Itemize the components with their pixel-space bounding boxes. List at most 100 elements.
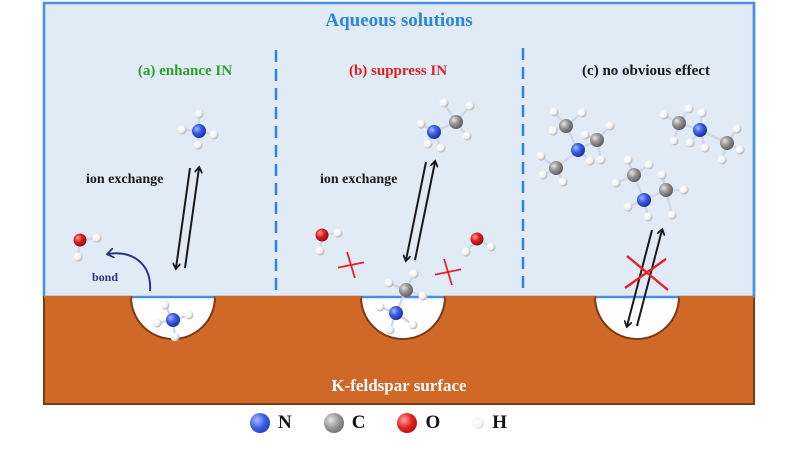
carbon-atom	[549, 161, 563, 175]
carbon-atom	[399, 283, 413, 297]
bond-label: bond	[92, 270, 119, 284]
bond-arrow-icon	[108, 253, 152, 292]
aqueous-solutions-title: Aqueous solutions	[325, 10, 473, 31]
carbon-swatch-icon	[323, 413, 344, 433]
hydrogen-atom	[611, 178, 621, 188]
panel-b-exchange-arrows	[406, 162, 435, 260]
hydrogen-atom	[184, 310, 194, 320]
carbon-atom	[720, 136, 734, 150]
legend-item-c: C	[323, 412, 366, 434]
hydrogen-atom	[177, 125, 187, 135]
hydrogen-atom	[486, 242, 496, 252]
hydrogen-atom	[439, 98, 449, 108]
hydrogen-atom	[423, 139, 433, 149]
dimethylammonium-center	[611, 155, 689, 222]
nitrogen-atom	[693, 123, 707, 137]
hydrogen-atom	[684, 104, 694, 114]
carbon-atom	[559, 119, 573, 133]
hydrogen-atom	[667, 210, 677, 220]
water-molecule-right	[461, 232, 496, 257]
oxygen-atom	[315, 228, 329, 242]
hydrogen-atom	[623, 155, 633, 165]
hydrogen-atom	[436, 143, 446, 153]
water-region	[42, 1, 756, 299]
legend-label: O	[425, 412, 441, 433]
cross-stroke	[346, 251, 356, 279]
hydrogen-atom	[385, 325, 395, 335]
cross-stroke	[624, 258, 667, 289]
methylammonium-surface	[375, 269, 428, 335]
hydrogen-atom	[643, 212, 653, 222]
hydrogen-atom	[659, 110, 669, 120]
nitrogen-atom	[571, 143, 585, 157]
hydrogen-atom	[73, 252, 83, 262]
water-molecule	[73, 233, 102, 262]
hydrogen-atom	[577, 108, 587, 118]
hydrogen-atom	[585, 156, 595, 166]
hydrogen-atom	[160, 300, 170, 310]
oxygen-atom	[470, 232, 484, 246]
hydrogen-atom	[657, 170, 667, 180]
trimethylammonium-left	[536, 107, 615, 187]
hydrogen-atom	[416, 119, 426, 129]
arrow-down	[406, 161, 427, 260]
hydrogen-atom	[538, 170, 548, 180]
panel-a-ion-exchange-label: ion exchange	[86, 172, 164, 187]
carbon-atom	[672, 116, 686, 130]
legend-item-n: N	[250, 412, 292, 434]
arrow-up	[636, 230, 662, 327]
hydrogen-atom	[679, 185, 689, 195]
hydrogen-atom	[697, 108, 707, 118]
hydrogen-atom	[465, 101, 475, 111]
cross-stroke	[443, 258, 453, 286]
hydrogen-atom	[685, 138, 695, 148]
legend-label: C	[351, 412, 366, 433]
hydrogen-atom	[580, 130, 590, 140]
hydrogen-atom	[596, 155, 606, 165]
panel-c-title: (c) no obvious effect	[582, 63, 710, 79]
carbon-atom	[449, 115, 463, 129]
hydrogen-atom	[717, 155, 727, 165]
hydrogen-atom	[193, 140, 203, 150]
hydrogen-swatch-icon	[472, 417, 485, 429]
hydrogen-atom	[700, 143, 710, 153]
nitrogen-atom	[427, 125, 441, 139]
ammonium-ion-surface	[152, 300, 194, 342]
ammonium-ion-solution	[177, 109, 219, 150]
hydrogen-atom	[732, 124, 742, 134]
nitrogen-atom	[637, 193, 651, 207]
hydrogen-atom	[209, 130, 219, 140]
oxygen-atom	[73, 233, 87, 247]
arrow-up	[414, 162, 435, 261]
nitrogen-atom	[389, 306, 403, 320]
legend-label: N	[278, 412, 292, 433]
carbon-atom	[659, 183, 673, 197]
panel-b-title: (b) suppress IN	[348, 63, 448, 79]
hydrogen-atom	[461, 247, 471, 257]
carbon-atom	[590, 133, 604, 147]
hydrogen-atom	[669, 136, 679, 146]
panel-a-title: (a) enhance IN	[137, 63, 233, 79]
oxygen-swatch-icon	[397, 413, 418, 433]
hydrogen-atom	[170, 332, 180, 342]
hydrogen-atom	[605, 121, 615, 131]
legend-label: H	[492, 412, 508, 433]
hydrogen-atom	[92, 233, 102, 243]
carbon-atom	[627, 168, 641, 182]
hydrogen-atom	[315, 246, 325, 256]
dimethylammonium-right	[659, 104, 745, 165]
nitrogen-swatch-icon	[250, 413, 270, 433]
hydrogen-atom	[408, 320, 418, 330]
hydrogen-atom	[549, 107, 559, 117]
hydrogen-atom	[333, 228, 343, 238]
hydrogen-atom	[644, 160, 654, 170]
hydrogen-atom	[418, 291, 428, 301]
hydrogen-atom	[152, 318, 162, 328]
hydrogen-atom	[462, 131, 472, 141]
legend-item-h: H	[472, 412, 507, 434]
atom-legend: N C O H	[250, 410, 539, 436]
hydrogen-atom	[409, 269, 419, 279]
k-feldspar-surface-label: K-feldspar surface	[331, 376, 467, 395]
